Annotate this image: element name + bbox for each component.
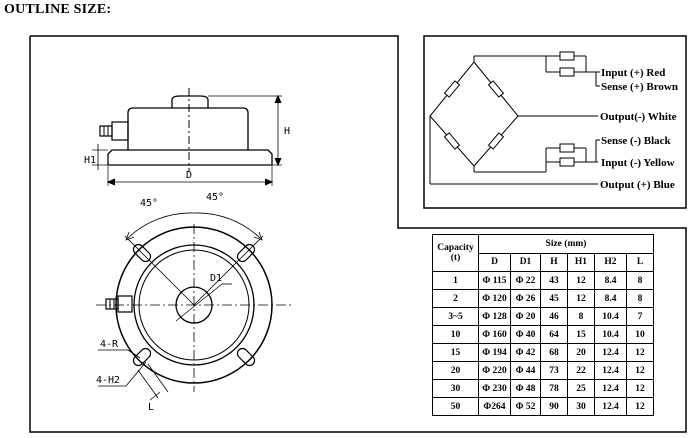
table-cell: 45	[540, 289, 568, 308]
table-cell: 12.4	[594, 343, 627, 362]
table-cell: 12	[626, 343, 654, 362]
table-cell: Φ 220	[478, 361, 511, 380]
table-cell: Φ 48	[510, 379, 541, 398]
table-cell: Φ 160	[478, 325, 511, 344]
dim-H1-label: H1	[84, 155, 96, 166]
column-header: H	[540, 252, 568, 272]
table-cell: Φ264	[478, 397, 511, 416]
table-cell: Φ 26	[510, 289, 541, 308]
angle-right-label: 45°	[206, 192, 224, 203]
angle-left-label: 45°	[140, 198, 158, 209]
column-header: L	[626, 252, 654, 272]
table-cell: 8	[626, 271, 654, 290]
column-header: D	[478, 252, 511, 272]
table-cell: Φ 22	[510, 271, 541, 290]
capacity-header-text: Capacity	[437, 243, 474, 253]
table-cell: 50	[432, 397, 479, 416]
wire-sense-plus-label: Sense (+) Brown	[601, 81, 678, 93]
table-cell: Φ 42	[510, 343, 541, 362]
table-cell: 2	[432, 289, 479, 308]
wiring-diagram	[429, 51, 600, 185]
dim-L-label: L	[148, 402, 154, 413]
table-cell: Φ 194	[478, 343, 511, 362]
table-cell: Φ 40	[510, 325, 541, 344]
table-cell: Φ 20	[510, 307, 541, 326]
column-header: D1	[510, 252, 541, 272]
table-cell: 12	[626, 379, 654, 398]
top-view	[96, 212, 292, 401]
table-cell: 10	[432, 325, 479, 344]
table-cell: 30	[432, 379, 479, 398]
side-view	[92, 88, 282, 186]
table-cell: 3~5	[432, 307, 479, 326]
column-header: H1	[567, 252, 595, 272]
page-heading: OUTLINE SIZE:	[4, 2, 112, 17]
table-cell: 12	[567, 289, 595, 308]
dim-D1-label: D1	[210, 273, 222, 284]
wire-output-minus-label: Output(-) White	[600, 111, 677, 123]
table-cell: 46	[540, 307, 568, 326]
table-cell: Φ 44	[510, 361, 541, 380]
table-cell: 64	[540, 325, 568, 344]
table-cell: 10.4	[594, 307, 627, 326]
table-cell: 22	[567, 361, 595, 380]
dim-D-label: D	[186, 170, 192, 181]
table-cell: 73	[540, 361, 568, 380]
table-cell: 12	[567, 271, 595, 290]
column-header: H2	[594, 252, 627, 272]
wiring-frame	[423, 35, 687, 209]
dim-H-label: H	[284, 126, 290, 137]
table-cell: Φ 120	[478, 289, 511, 308]
capacity-header: Capacity (t)	[432, 234, 479, 272]
table-cell: 12.4	[594, 379, 627, 398]
table-cell: 43	[540, 271, 568, 290]
table-cell: 8.4	[594, 271, 627, 290]
table-cell: Φ 115	[478, 271, 511, 290]
table-cell: 20	[567, 343, 595, 362]
table-cell: 15	[567, 325, 595, 344]
table-cell: 15	[432, 343, 479, 362]
size-header: Size (mm)	[478, 234, 654, 254]
wire-input-plus-label: Input (+) Red	[601, 67, 665, 79]
table-cell: 30	[567, 397, 595, 416]
table-cell: Φ 230	[478, 379, 511, 398]
table-cell: Φ 128	[478, 307, 511, 326]
outer-frame	[29, 35, 687, 433]
table-cell: 12.4	[594, 397, 627, 416]
capacity-unit-text: (t)	[450, 253, 461, 263]
table-cell: 25	[567, 379, 595, 398]
table-cell: Φ 52	[510, 397, 541, 416]
table-cell: 12	[626, 361, 654, 380]
table-cell: 78	[540, 379, 568, 398]
wire-sense-minus-label: Sense (-) Black	[601, 135, 672, 147]
table-cell: 8.4	[594, 289, 627, 308]
table-cell: 1	[432, 271, 479, 290]
wire-output-plus-label: Output (+) Blue	[600, 179, 675, 191]
table-cell: 8	[626, 289, 654, 308]
table-cell: 10.4	[594, 325, 627, 344]
table-cell: 12.4	[594, 361, 627, 380]
dim-4R-label: 4-R	[100, 339, 119, 350]
table-cell: 10	[626, 325, 654, 344]
table-cell: 20	[432, 361, 479, 380]
dim-4H2-label: 4-H2	[96, 375, 120, 386]
table-cell: 68	[540, 343, 568, 362]
table-cell: 8	[567, 307, 595, 326]
wire-input-minus-label: Input (-) Yellow	[601, 157, 675, 169]
table-cell: 7	[626, 307, 654, 326]
table-cell: 12	[626, 397, 654, 416]
table-cell: 90	[540, 397, 568, 416]
